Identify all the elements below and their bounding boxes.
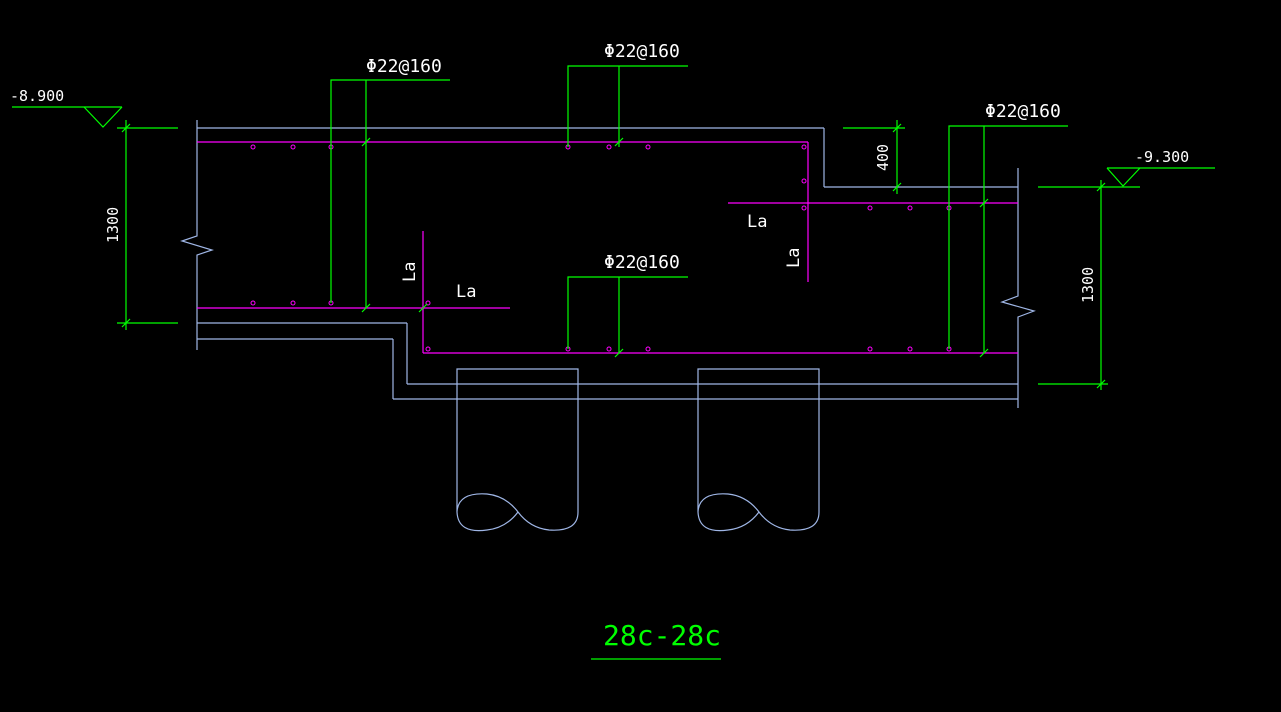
right-elevation-triangle: [1106, 167, 1141, 187]
rebar: [197, 141, 1018, 354]
leader-bottom-middle-a: [567, 276, 688, 349]
la-label-step-horizontal: La: [747, 212, 767, 232]
left-break-edge: [180, 120, 214, 350]
la-label-bottom-vertical: La: [400, 262, 420, 282]
leader-top-right-a: [948, 125, 1068, 349]
pile-2-lobe: [697, 511, 760, 532]
rebar-label-top-right: Φ22@160: [985, 101, 1061, 122]
rebar-label-top-middle: Φ22@160: [604, 41, 680, 62]
la-label-step-vertical: La: [784, 248, 804, 268]
la-label-bottom-horizontal: La: [456, 282, 476, 302]
annotations: Φ22@160 Φ22@160 Φ22@160 Φ22@160 La La La…: [10, 41, 1189, 652]
dim-left-height: 1300: [104, 207, 122, 243]
concrete-outline: [180, 120, 1036, 532]
elevation-right: -9.300: [1135, 148, 1189, 166]
dim-right-height: 1300: [1079, 267, 1097, 303]
leader-top-middle-a: [567, 65, 688, 147]
rebar-label-top-left: Φ22@160: [366, 56, 442, 77]
leader-top-left-a: [330, 79, 450, 303]
elevation-left: -8.900: [10, 87, 64, 105]
right-break-edge: [1000, 168, 1036, 408]
pile-1-lobe: [456, 511, 519, 532]
left-elevation-triangle: [83, 106, 123, 128]
rebar-label-bottom-middle: Φ22@160: [604, 252, 680, 273]
dim-step-height: 400: [874, 144, 892, 171]
section-title: 28c-28c: [603, 619, 721, 652]
leaders: [12, 65, 1215, 660]
